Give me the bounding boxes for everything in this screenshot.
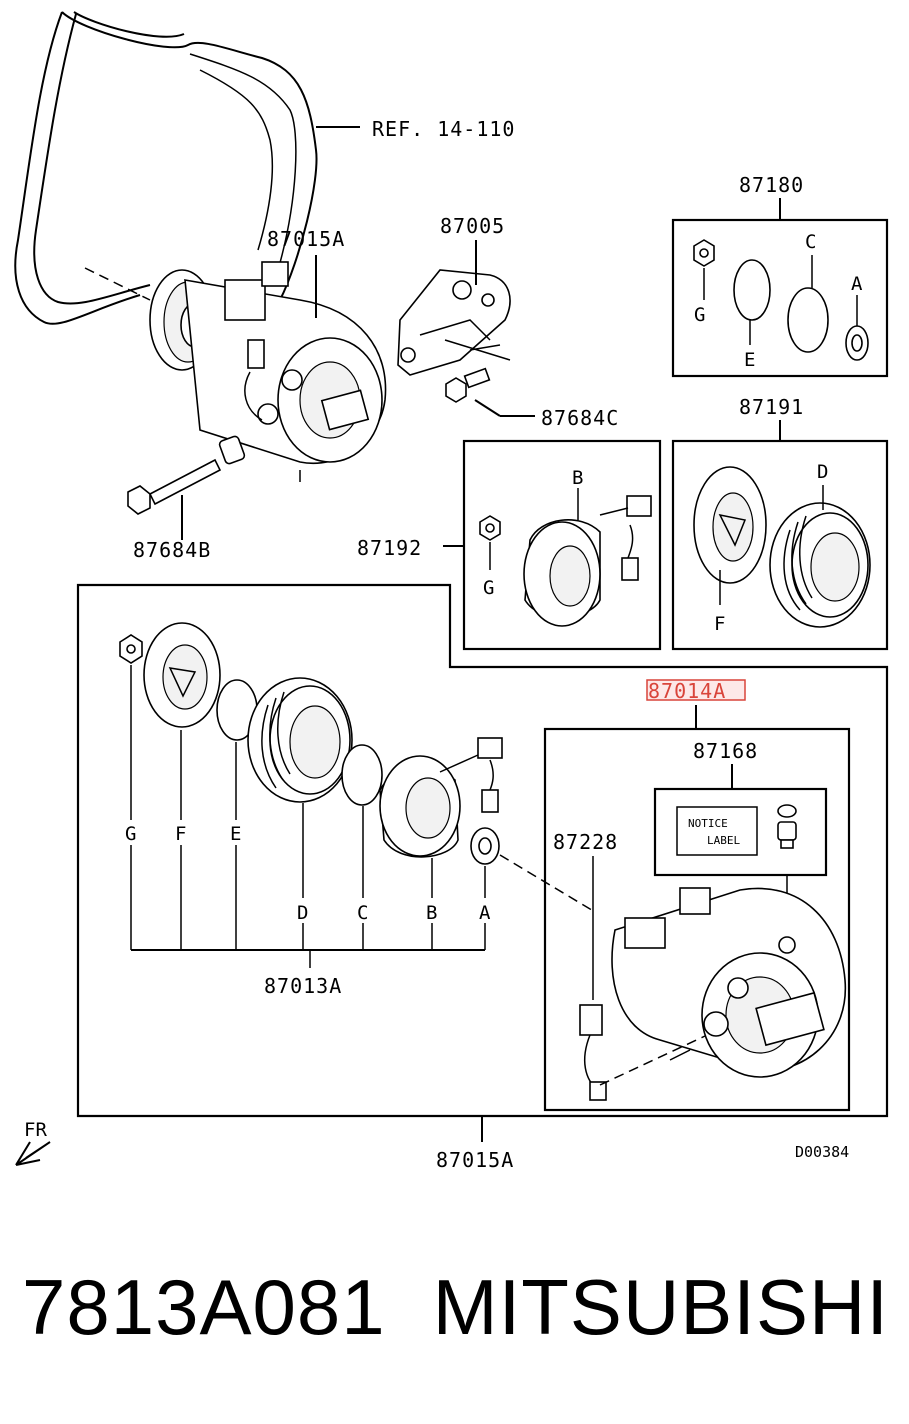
notice-label-icon <box>676 806 758 856</box>
ref-label: REF. 14-110 <box>372 117 515 141</box>
k192-letter-b: B <box>572 467 583 489</box>
part-number: 7813A081 <box>22 1263 386 1351</box>
clutch-letter-c: C <box>357 902 368 924</box>
assembly-87014a-box <box>543 727 851 1112</box>
label-87684c: 87684C <box>541 406 619 430</box>
k180-letter-e: E <box>744 349 755 371</box>
bolt-c-icon <box>445 367 491 403</box>
label-87228: 87228 <box>553 830 618 854</box>
drive-belt <box>14 11 360 325</box>
clutch-letter-a: A <box>479 902 491 924</box>
bolt-b-icon <box>127 458 222 515</box>
brand-name: MITSUBISHI <box>432 1263 889 1351</box>
k191-letter-d: D <box>817 461 828 483</box>
notice-line1: NOTICE <box>688 817 728 830</box>
k191-letter-f: F <box>714 613 725 635</box>
k180-letter-g: G <box>694 304 705 326</box>
notice-line2: LABEL <box>707 834 740 847</box>
compressor-assembly-box <box>76 583 889 1118</box>
label-87168: 87168 <box>693 739 758 763</box>
valve-cap-icon <box>777 804 797 849</box>
label-87013a: 87013A <box>264 974 342 998</box>
clutch-letter-d: D <box>297 902 308 924</box>
label-87192: 87192 <box>357 536 422 560</box>
k180-letter-c: C <box>805 231 816 253</box>
footer: 7813A081 MITSUBISHI <box>0 1262 909 1372</box>
diagram-code: D00384 <box>795 1143 849 1161</box>
label-87015a-bottom: 87015A <box>436 1148 514 1172</box>
parts-diagram: REF. 14-110 87015A 87005 87684C <box>14 11 889 1172</box>
k180-letter-a: A <box>851 273 863 295</box>
compressor-bottom-icon <box>579 887 847 1101</box>
clutch-parts-icon <box>119 622 503 865</box>
bracket-icon <box>397 269 511 376</box>
clutch-leaders <box>130 665 486 968</box>
label-87684b: 87684B <box>133 538 211 562</box>
clutch-letter-b: B <box>426 902 437 924</box>
fr-label: FR <box>24 1119 47 1141</box>
label-87014a: 87014A <box>648 679 726 703</box>
k192-letter-g: G <box>483 577 494 599</box>
clutch-letter-g: G <box>125 823 136 845</box>
front-arrow-icon <box>15 1141 51 1166</box>
clutch-letter-f: F <box>175 823 186 845</box>
label-87005: 87005 <box>440 214 505 238</box>
compressor-top-icon <box>149 261 387 482</box>
highlight-87014a <box>646 679 746 701</box>
label-87191: 87191 <box>739 395 804 419</box>
kit-87192-parts-icon <box>479 495 652 627</box>
clutch-letter-e: E <box>230 823 241 845</box>
label-87180: 87180 <box>739 173 804 197</box>
kit-87180-parts-icon <box>693 239 869 361</box>
kit-87191-parts-icon <box>693 466 871 628</box>
kit-87168-box <box>653 787 828 877</box>
label-87015a-top: 87015A <box>267 227 345 251</box>
